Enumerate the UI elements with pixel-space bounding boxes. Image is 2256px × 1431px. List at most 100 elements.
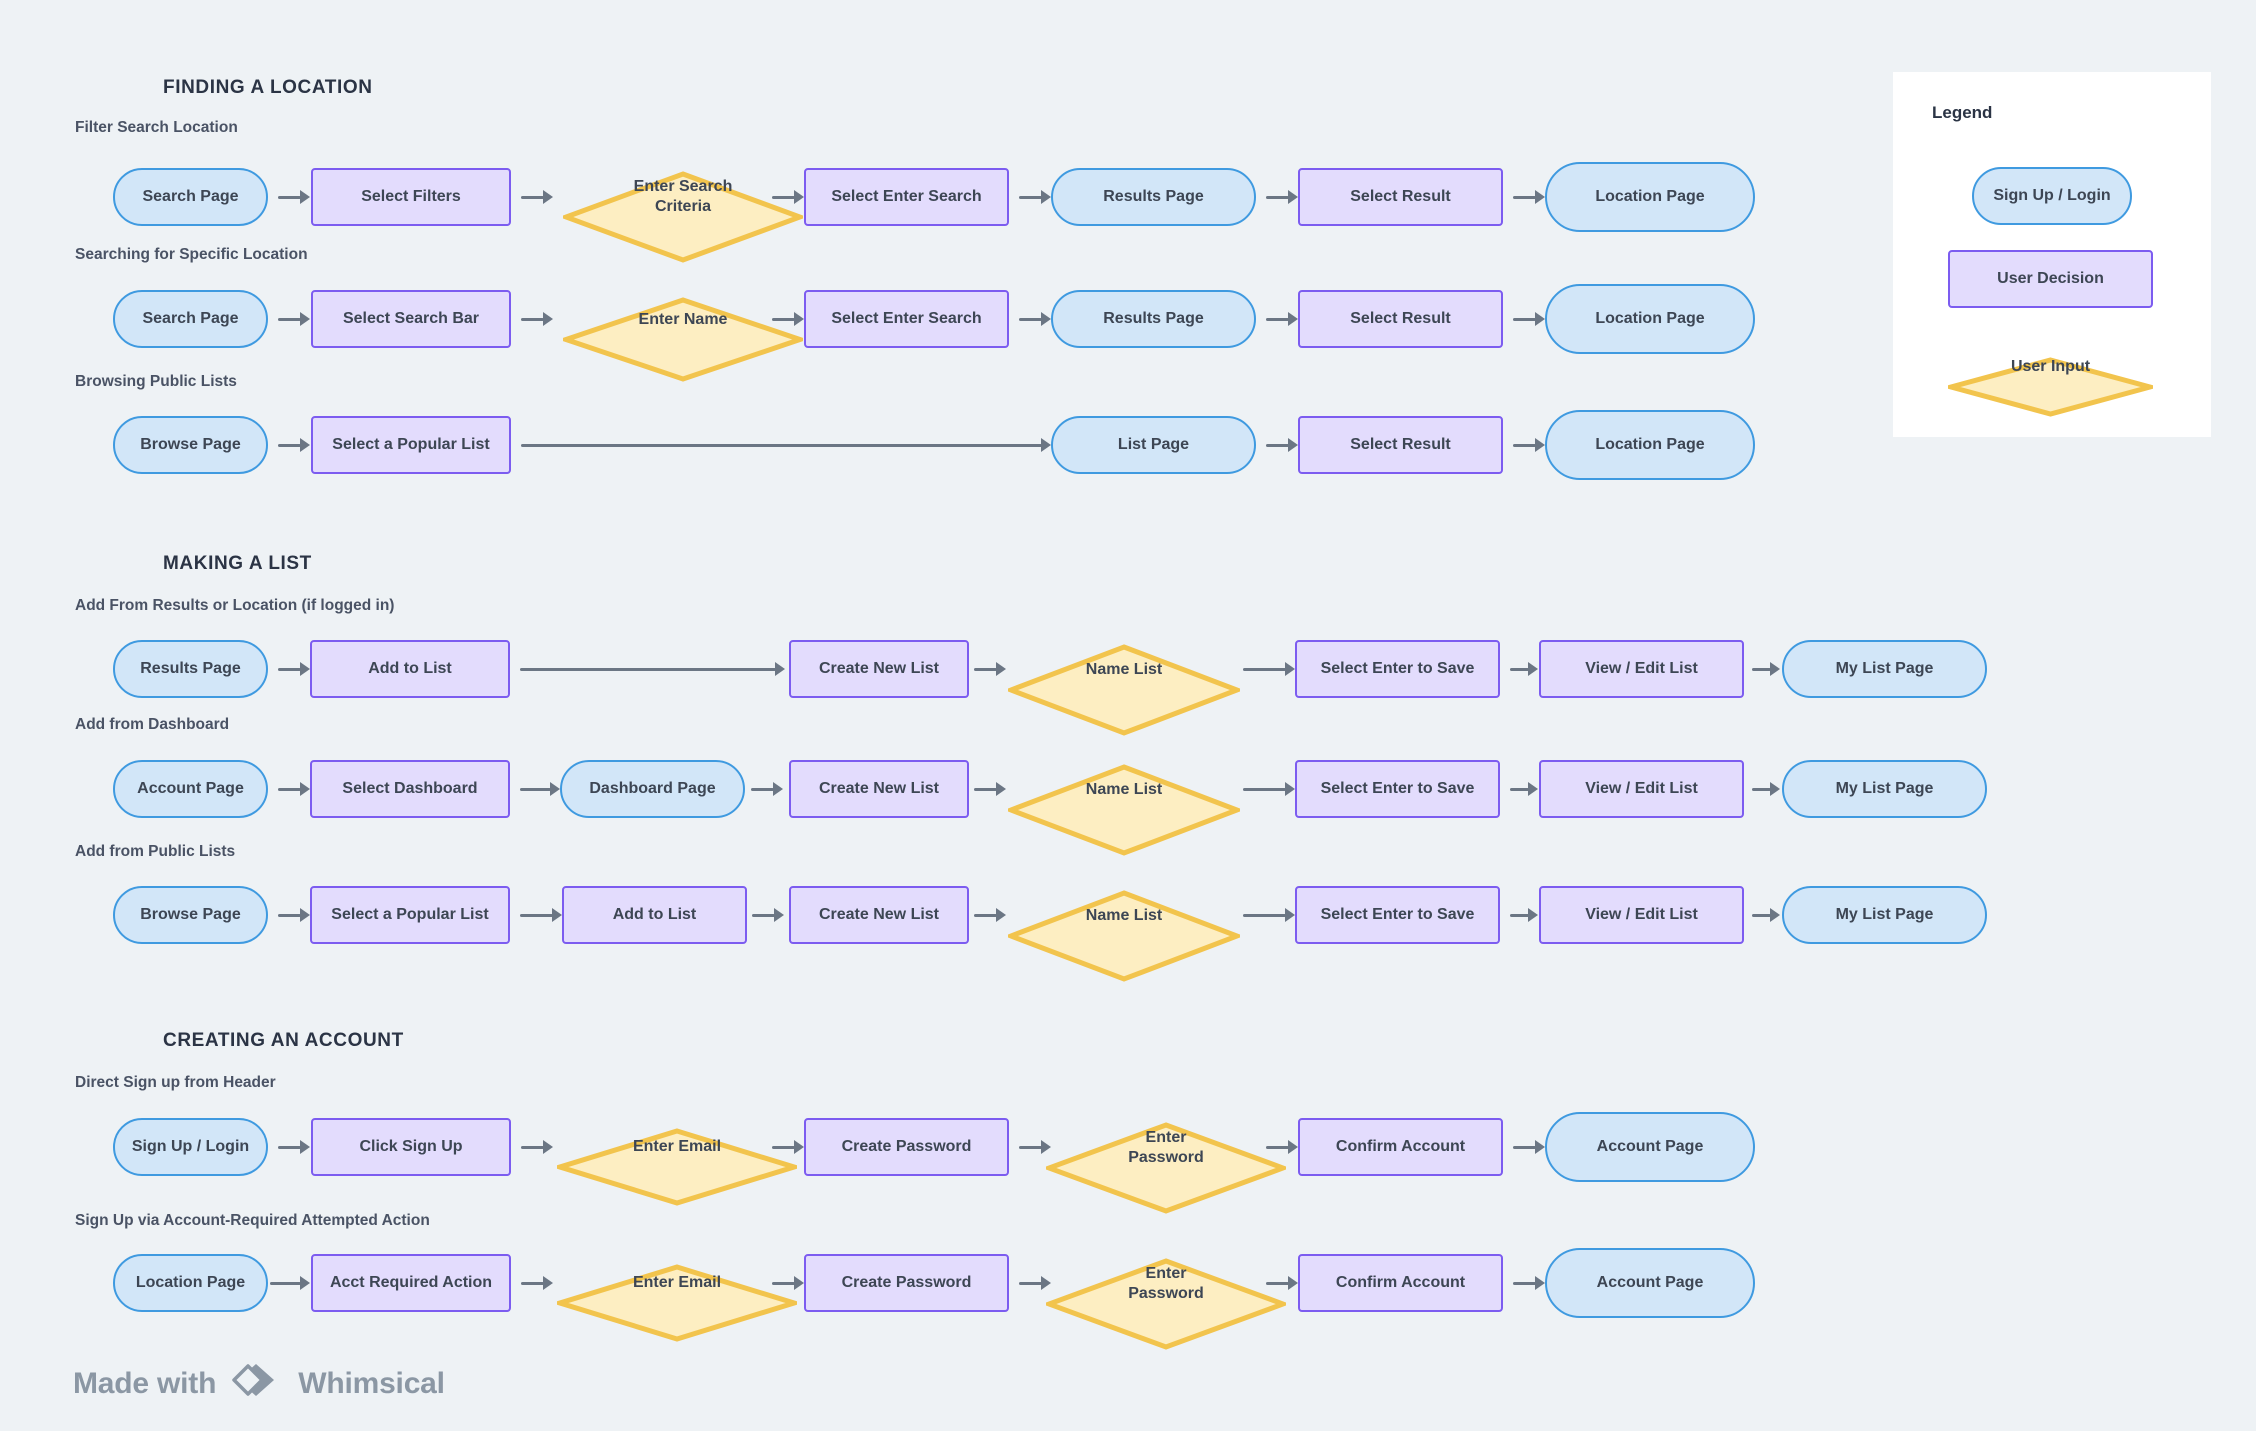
node-label: Select Enter to Save (1320, 906, 1475, 924)
node-account-page[interactable]: Account Page (1545, 1112, 1755, 1182)
node-my-list-page[interactable]: My List Page (1782, 886, 1987, 944)
node-location-page[interactable]: Location Page (113, 1254, 268, 1312)
arrow-connector-long (520, 662, 785, 676)
node-label: Select Enter to Save (1320, 780, 1475, 798)
node-results-page[interactable]: Results Page (1051, 290, 1256, 348)
diamond-shape (1008, 624, 1240, 736)
node-label: Enter Password (1128, 1265, 1204, 1302)
node-name-list[interactable]: Name List (1008, 624, 1240, 736)
node-label: My List Page (1835, 660, 1934, 678)
node-add-to-list[interactable]: Add to List (310, 640, 510, 698)
node-label: Select a Popular List (331, 906, 489, 924)
node-label: Sign Up / Login (131, 1138, 250, 1156)
node-create-password[interactable]: Create Password (804, 1118, 1009, 1176)
node-select-a-popular-list[interactable]: Select a Popular List (310, 886, 510, 944)
node-view-edit-list[interactable]: View / Edit List (1539, 886, 1744, 944)
node-label: Select Enter Search (831, 188, 982, 206)
node-search-page[interactable]: Search Page (113, 290, 268, 348)
node-select-a-popular-list[interactable]: Select a Popular List (311, 416, 511, 474)
node-label: Location Page (1595, 188, 1705, 206)
node-create-password[interactable]: Create Password (804, 1254, 1009, 1312)
node-label: Create New List (818, 660, 940, 678)
arrow-connector (278, 1140, 310, 1154)
node-label: View / Edit List (1585, 780, 1698, 798)
node-label: Browse Page (140, 436, 241, 454)
node-my-list-page[interactable]: My List Page (1782, 760, 1987, 818)
node-select-enter-to-save[interactable]: Select Enter to Save (1295, 760, 1500, 818)
node-label: Create New List (818, 906, 940, 924)
node-label: View / Edit List (1585, 660, 1698, 678)
node-select-enter-search[interactable]: Select Enter Search (804, 168, 1009, 226)
node-dashboard-page[interactable]: Dashboard Page (560, 760, 745, 818)
node-results-page[interactable]: Results Page (113, 640, 268, 698)
arrow-connector (521, 1140, 553, 1154)
node-confirm-account[interactable]: Confirm Account (1298, 1118, 1503, 1176)
node-location-page[interactable]: Location Page (1545, 284, 1755, 354)
node-account-page[interactable]: Account Page (1545, 1248, 1755, 1318)
node-label: Results Page (140, 660, 241, 678)
section-title-finding-a-location: FINDING A LOCATION (163, 77, 373, 98)
node-create-new-list[interactable]: Create New List (789, 760, 969, 818)
node-select-result[interactable]: Select Result (1298, 168, 1503, 226)
node-select-filters[interactable]: Select Filters (311, 168, 511, 226)
node-acct-required-action[interactable]: Acct Required Action (311, 1254, 511, 1312)
row-label-browsing-public-lists: Browsing Public Lists (75, 373, 237, 390)
arrow-connector (1019, 1140, 1051, 1154)
row-label-add-from-results-or-location: Add From Results or Location (if logged … (75, 597, 395, 614)
row-label-direct-sign-up-from-header: Direct Sign up from Header (75, 1074, 276, 1091)
node-label: Confirm Account (1335, 1138, 1466, 1156)
node-browse-page[interactable]: Browse Page (113, 416, 268, 474)
node-enter-email[interactable]: Enter Email (557, 1108, 797, 1206)
node-label: Name List (1085, 661, 1163, 679)
legend-item-decision: User Decision (1948, 250, 2153, 308)
node-select-enter-to-save[interactable]: Select Enter to Save (1295, 640, 1500, 698)
section-title-making-a-list: MAKING A LIST (163, 553, 312, 574)
node-view-edit-list[interactable]: View / Edit List (1539, 760, 1744, 818)
arrow-connector (521, 312, 553, 326)
node-browse-page[interactable]: Browse Page (113, 886, 268, 944)
arrow-connector (1019, 1276, 1051, 1290)
arrow-connector (1510, 662, 1538, 676)
row-label-filter-search-location: Filter Search Location (75, 119, 238, 136)
node-label: Browse Page (140, 906, 241, 924)
arrow-connector (1243, 662, 1295, 676)
node-enter-email[interactable]: Enter Email (557, 1244, 797, 1342)
arrow-connector (1266, 190, 1298, 204)
arrow-connector (772, 1276, 804, 1290)
node-location-page[interactable]: Location Page (1545, 162, 1755, 232)
node-label: Acct Required Action (329, 1274, 493, 1292)
arrow-connector (1510, 908, 1538, 922)
node-create-new-list[interactable]: Create New List (789, 886, 969, 944)
node-select-enter-search[interactable]: Select Enter Search (804, 290, 1009, 348)
node-account-page[interactable]: Account Page (113, 760, 268, 818)
node-name-list[interactable]: Name List (1008, 744, 1240, 856)
node-view-edit-list[interactable]: View / Edit List (1539, 640, 1744, 698)
arrow-connector (1243, 782, 1295, 796)
node-location-page[interactable]: Location Page (1545, 410, 1755, 480)
node-click-sign-up[interactable]: Click Sign Up (311, 1118, 511, 1176)
node-label: Results Page (1103, 188, 1204, 206)
node-create-new-list[interactable]: Create New List (789, 640, 969, 698)
whimsical-footer[interactable]: Made with Whimsical (73, 1360, 445, 1408)
node-name-list[interactable]: Name List (1008, 870, 1240, 982)
arrow-connector (1513, 312, 1545, 326)
node-enter-password[interactable]: Enter Password (1046, 1102, 1286, 1214)
arrow-connector (1019, 312, 1051, 326)
node-list-page[interactable]: List Page (1051, 416, 1256, 474)
node-confirm-account[interactable]: Confirm Account (1298, 1254, 1503, 1312)
node-select-dashboard[interactable]: Select Dashboard (310, 760, 510, 818)
node-search-page[interactable]: Search Page (113, 168, 268, 226)
node-my-list-page[interactable]: My List Page (1782, 640, 1987, 698)
node-sign-up-login[interactable]: Sign Up / Login (113, 1118, 268, 1176)
node-enter-password[interactable]: Enter Password (1046, 1238, 1286, 1350)
node-label: Create Password (841, 1138, 972, 1156)
node-add-to-list[interactable]: Add to List (562, 886, 747, 944)
node-select-enter-to-save[interactable]: Select Enter to Save (1295, 886, 1500, 944)
node-select-result[interactable]: Select Result (1298, 416, 1503, 474)
node-select-search-bar[interactable]: Select Search Bar (311, 290, 511, 348)
node-select-result[interactable]: Select Result (1298, 290, 1503, 348)
arrow-connector (751, 782, 783, 796)
node-results-page[interactable]: Results Page (1051, 168, 1256, 226)
node-enter-search-criteria[interactable]: Enter Search Criteria (563, 151, 803, 263)
node-enter-name[interactable]: Enter Name (563, 277, 803, 382)
